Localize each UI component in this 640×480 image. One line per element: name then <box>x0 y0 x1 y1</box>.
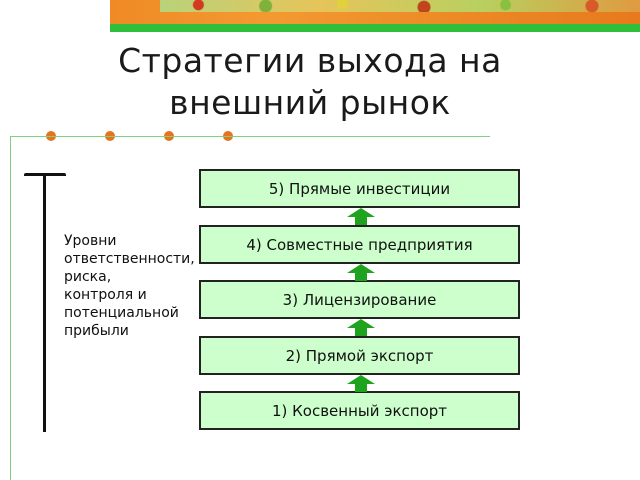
up-arrow-icon <box>347 375 375 392</box>
slide-title: Стратегии выхода на внешний рынок <box>90 40 530 124</box>
scale-line-cap <box>24 173 66 176</box>
side-label-line: риска, <box>64 269 112 285</box>
header-green-bar <box>110 24 640 32</box>
side-label-line: контроля и <box>64 287 147 303</box>
side-label-line: Уровни <box>64 233 117 249</box>
side-label: Уровни ответственности, риска, контроля … <box>64 232 204 340</box>
level-box-3: 3) Лицензирование <box>199 280 520 319</box>
slide-title-line-2: внешний рынок <box>169 83 451 122</box>
up-arrow-icon <box>347 319 375 336</box>
up-arrow-icon <box>347 208 375 225</box>
frame-line-horizontal <box>10 136 490 137</box>
level-box-4: 4) Совместные предприятия <box>199 225 520 264</box>
side-label-line: ответственности, <box>64 251 195 267</box>
header-photo-strip <box>160 0 640 12</box>
level-box-2: 2) Прямой экспорт <box>199 336 520 375</box>
side-label-line: прибыли <box>64 323 129 339</box>
level-box-5: 5) Прямые инвестиции <box>199 169 520 208</box>
slide-title-line-1: Стратегии выхода на <box>118 41 502 80</box>
scale-line <box>43 176 46 432</box>
up-arrow-icon <box>347 264 375 281</box>
level-box-1: 1) Косвенный экспорт <box>199 391 520 430</box>
side-label-line: потенциальной <box>64 305 179 321</box>
frame-line-vertical <box>10 136 11 480</box>
